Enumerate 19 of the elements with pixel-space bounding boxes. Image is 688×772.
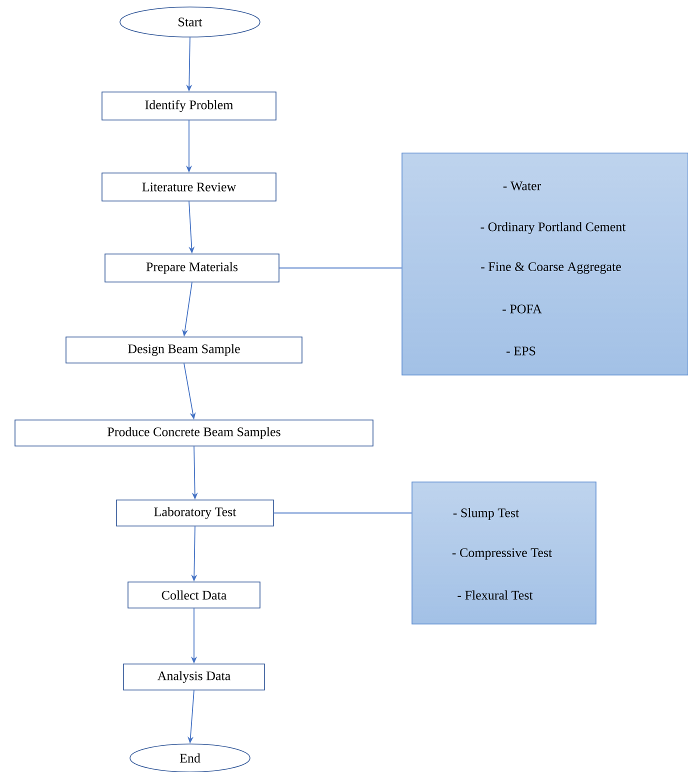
process-box: Laboratory Test <box>116 500 274 526</box>
list-item: - Slump Test <box>453 508 520 520</box>
process-box: Analysis Data <box>123 664 265 690</box>
process-box: Collect Data <box>128 582 260 608</box>
process-box: Prepare Materials <box>104 254 280 282</box>
list-panel <box>402 152 688 376</box>
process-box: Design Beam Sample <box>66 336 302 364</box>
connector-line <box>273 512 412 514</box>
list-item: - Water <box>503 182 542 190</box>
process-box: Produce Concrete Beam Samples <box>14 420 374 446</box>
list-panel <box>412 482 596 624</box>
list-item: - EPS <box>506 346 536 356</box>
list-item: - Fine & Coarse Aggregate <box>481 262 621 274</box>
list-item: - Compressive Test <box>452 548 552 560</box>
process-box: Literature Review <box>102 172 276 202</box>
list-item: - Flexural Test <box>458 590 533 600</box>
list-item: - POFA <box>502 304 542 314</box>
list-item: - Ordinary Portland Cement <box>480 222 626 234</box>
process-box: Identify Problem <box>102 92 276 120</box>
